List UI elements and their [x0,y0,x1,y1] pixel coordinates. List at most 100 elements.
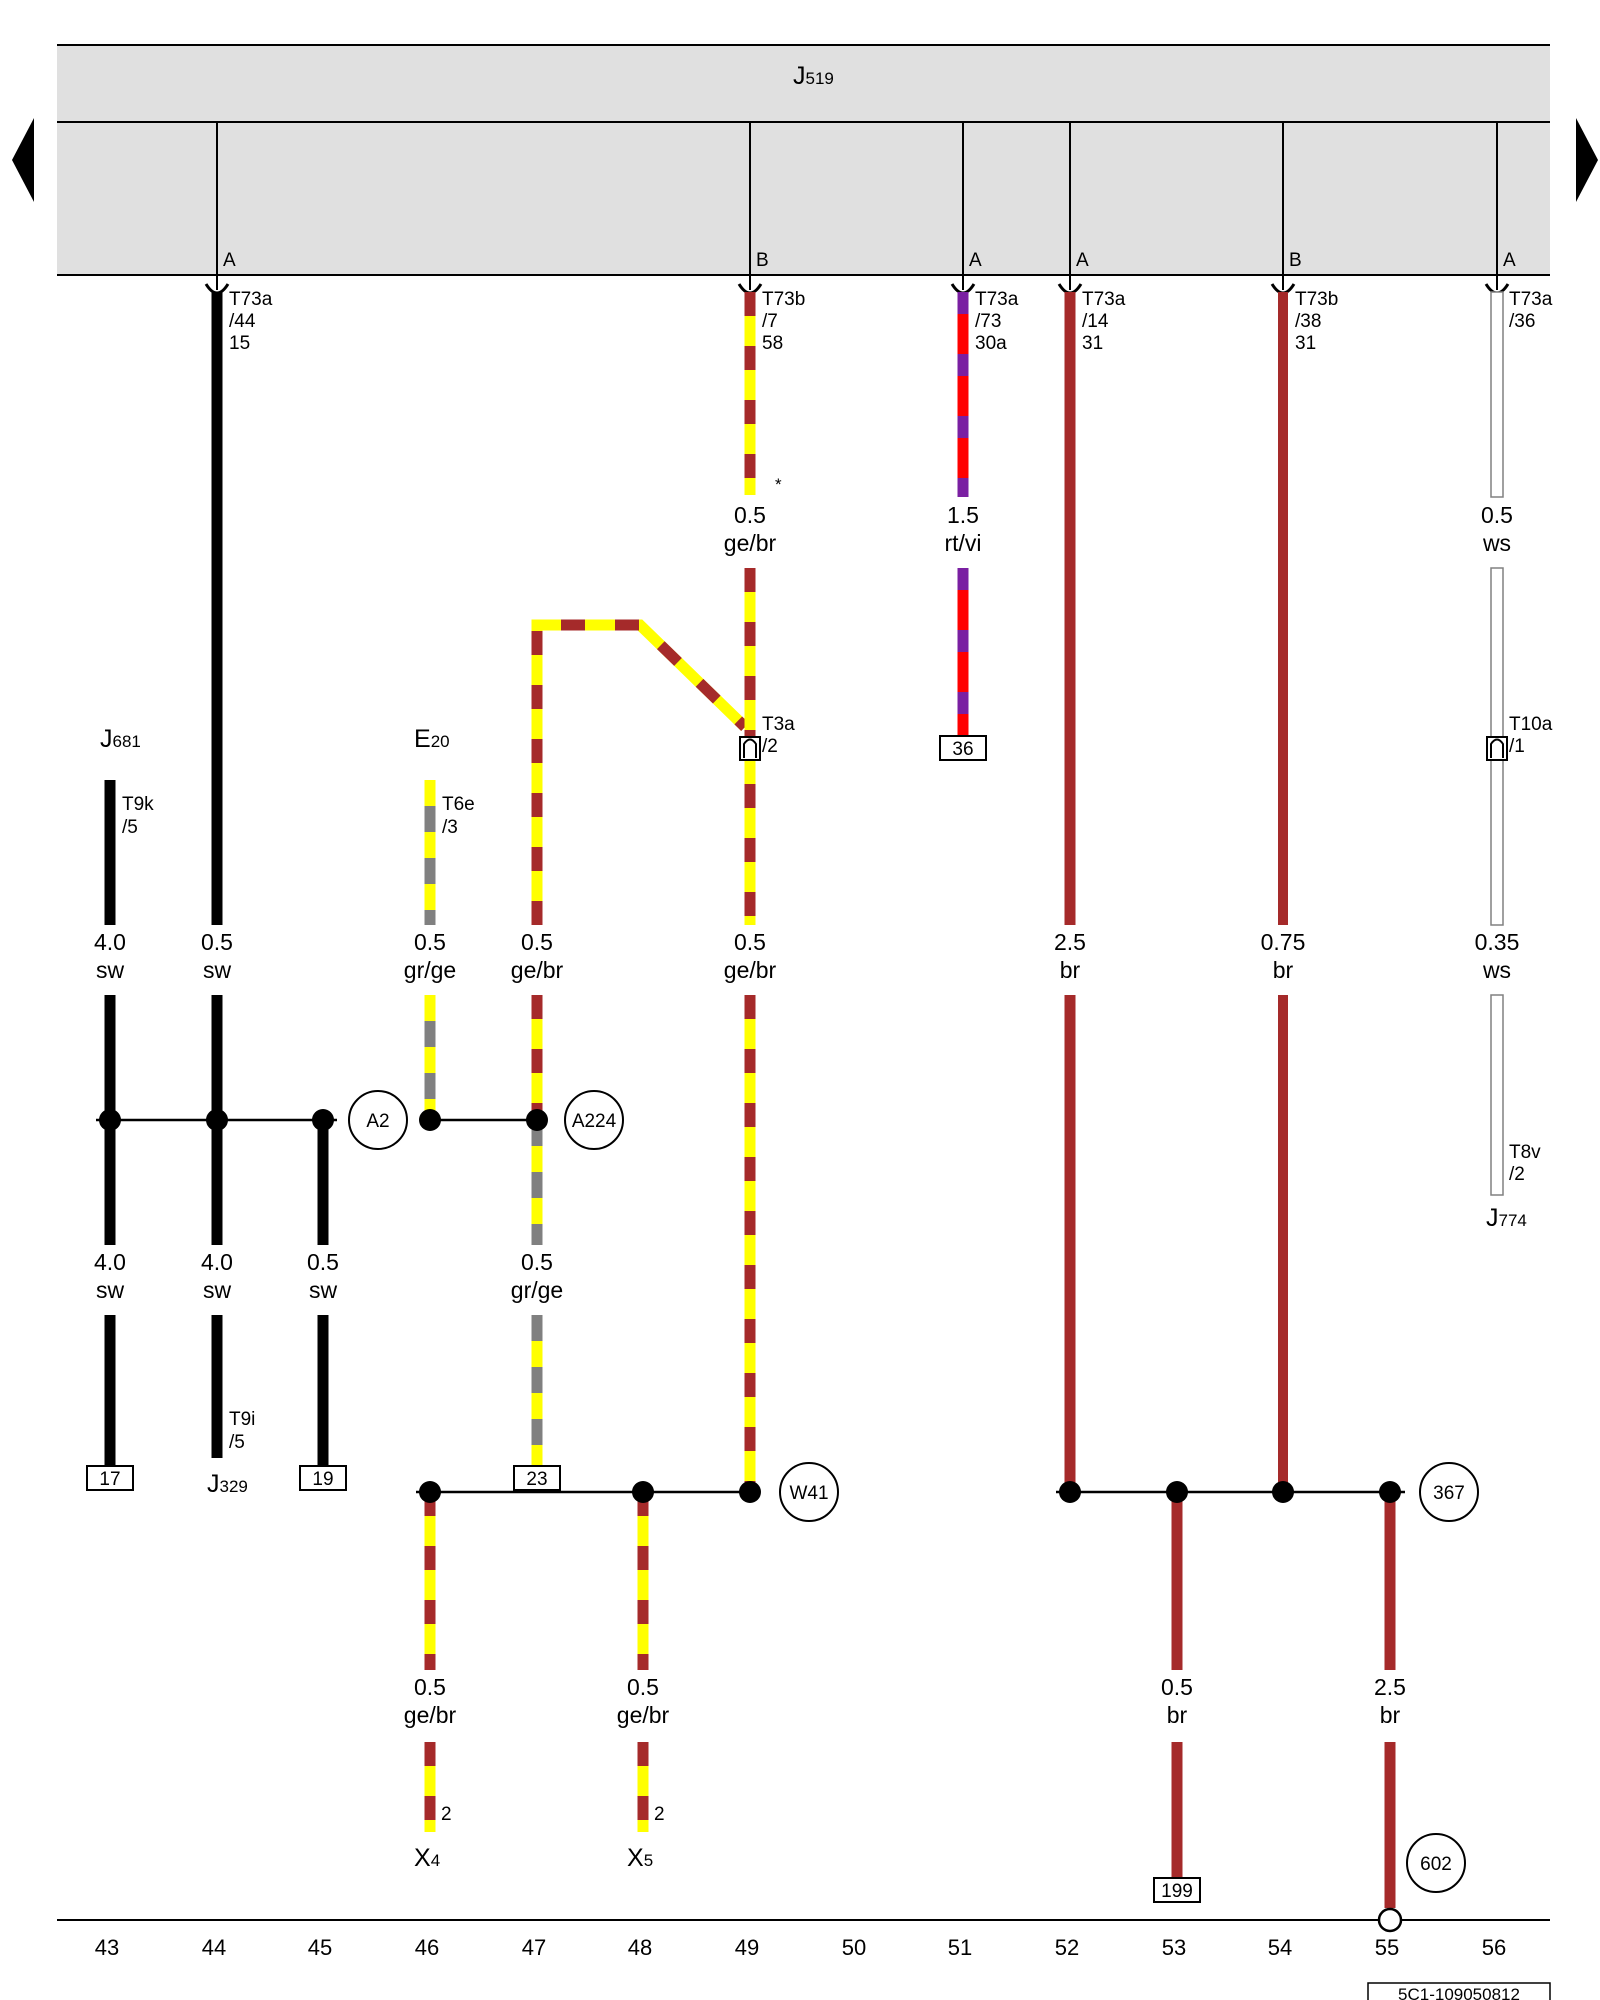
svg-text:sw: sw [309,1277,338,1303]
svg-text:T73b: T73b [762,289,805,310]
ref-box [1153,1877,1201,1903]
ground-terminal [1377,1907,1403,1933]
svg-text:T3a: T3a [762,714,795,735]
svg-text:47: 47 [522,1935,546,1960]
svg-text:0.5: 0.5 [1481,502,1513,528]
svg-text:/2: /2 [1509,1164,1525,1185]
svg-text:30a: 30a [975,333,1007,354]
svg-text:46: 46 [415,1935,439,1960]
control-unit-title: J519 [793,62,834,90]
connector-icon [743,738,757,758]
svg-text:B: B [1289,250,1302,271]
svg-text:rt/vi: rt/vi [944,530,981,556]
ground-point-602 [1406,1833,1466,1893]
component-e20: E20 [414,725,450,753]
svg-text:15: 15 [229,333,250,354]
control-unit-j519: J519 [57,44,1550,276]
svg-text:ge/br: ge/br [724,957,777,983]
svg-text:/3: /3 [442,817,458,838]
svg-text:0.5: 0.5 [521,929,553,955]
svg-text:0.5: 0.5 [201,929,233,955]
svg-text:43: 43 [95,1935,119,1960]
ref-box [939,735,987,761]
svg-text:/5: /5 [122,817,138,838]
svg-text:58: 58 [762,333,783,354]
internal-lines [216,122,1498,290]
svg-text:/44: /44 [229,311,256,332]
svg-text:br: br [1167,1702,1188,1728]
next-page-arrow-icon[interactable] [1576,118,1598,202]
inline-connectors [739,736,1508,761]
ref-box [86,1465,134,1491]
svg-text:31: 31 [1082,333,1103,354]
svg-text:2.5: 2.5 [1374,1674,1406,1700]
component-j774: J774 [1486,1204,1527,1232]
svg-text:sw: sw [96,957,125,983]
component-j329: J329 [207,1470,248,1498]
ground-point-w41 [779,1462,839,1522]
svg-text:T73a: T73a [975,289,1019,310]
wire-track-47-upper [531,619,749,1120]
svg-text:0.5: 0.5 [627,1674,659,1700]
svg-text:199: 199 [1161,1881,1193,1902]
svg-text:2: 2 [441,1804,452,1825]
svg-text:602: 602 [1420,1854,1452,1875]
svg-text:sw: sw [203,957,232,983]
component-pin-labels: T9k /5 T6e /3 T3a /2 T10a /1 T8v /2 T9i … [122,714,1553,1825]
svg-text:br: br [1273,957,1294,983]
svg-text:/14: /14 [1082,311,1109,332]
svg-text:T73a: T73a [1509,289,1553,310]
svg-text:T6e: T6e [442,794,475,815]
previous-page-arrow-icon[interactable] [12,118,34,202]
svg-text:54: 54 [1268,1935,1292,1960]
svg-text:W41: W41 [789,1483,828,1504]
svg-text:0.5: 0.5 [521,1249,553,1275]
ground-point-labels: A2 A224 W41 367 602 [366,1111,1464,1875]
connector-icon [1490,738,1504,758]
svg-text:44: 44 [202,1935,226,1960]
svg-text:4.0: 4.0 [94,929,126,955]
ground-point-a224 [564,1090,624,1150]
component-x5: X5 [627,1844,653,1872]
svg-text:ge/br: ge/br [617,1702,670,1728]
housing-labels: A B A A B A [223,250,1516,271]
svg-text:45: 45 [308,1935,332,1960]
svg-text:A224: A224 [572,1111,617,1132]
svg-text:gr/ge: gr/ge [404,957,456,983]
document-code: 5C1-109050812 [1367,1982,1551,2000]
svg-text:T9k: T9k [122,794,154,815]
svg-text:A: A [223,250,236,271]
svg-text:2.5: 2.5 [1054,929,1086,955]
reference-boxes[interactable]: 36 17 19 23 199 [86,735,1201,1903]
bus-lines [96,1118,1405,1494]
svg-text:/73: /73 [975,311,1001,332]
svg-text:19: 19 [312,1469,333,1490]
splice-dots [99,1109,1401,1503]
svg-text:31: 31 [1295,333,1316,354]
svg-text:23: 23 [526,1469,547,1490]
svg-text:36: 36 [952,739,973,760]
svg-text:0.5: 0.5 [414,929,446,955]
svg-text:ge/br: ge/br [404,1702,457,1728]
svg-text:A2: A2 [366,1111,389,1132]
svg-text:A: A [1503,250,1516,271]
svg-text:0.5: 0.5 [307,1249,339,1275]
svg-text:gr/ge: gr/ge [511,1277,563,1303]
svg-text:sw: sw [203,1277,232,1303]
ground-point-a2 [348,1090,408,1150]
svg-text:0.75: 0.75 [1261,929,1306,955]
svg-text:0.35: 0.35 [1475,929,1520,955]
svg-text:56: 56 [1482,1935,1506,1960]
component-j681: J681 [100,725,141,753]
svg-text:A: A [1076,250,1089,271]
svg-text:T73a: T73a [229,289,273,310]
svg-text:ws: ws [1482,957,1511,983]
svg-text:sw: sw [96,1277,125,1303]
component-x4: X4 [414,1844,440,1872]
svg-text:/5: /5 [229,1432,245,1453]
svg-text:B: B [756,250,769,271]
component-labels: J681 E20 J774 J329 X4 X5 [100,725,1527,1872]
svg-text:50: 50 [842,1935,866,1960]
svg-text:49: 49 [735,1935,759,1960]
svg-text:0.5: 0.5 [734,502,766,528]
